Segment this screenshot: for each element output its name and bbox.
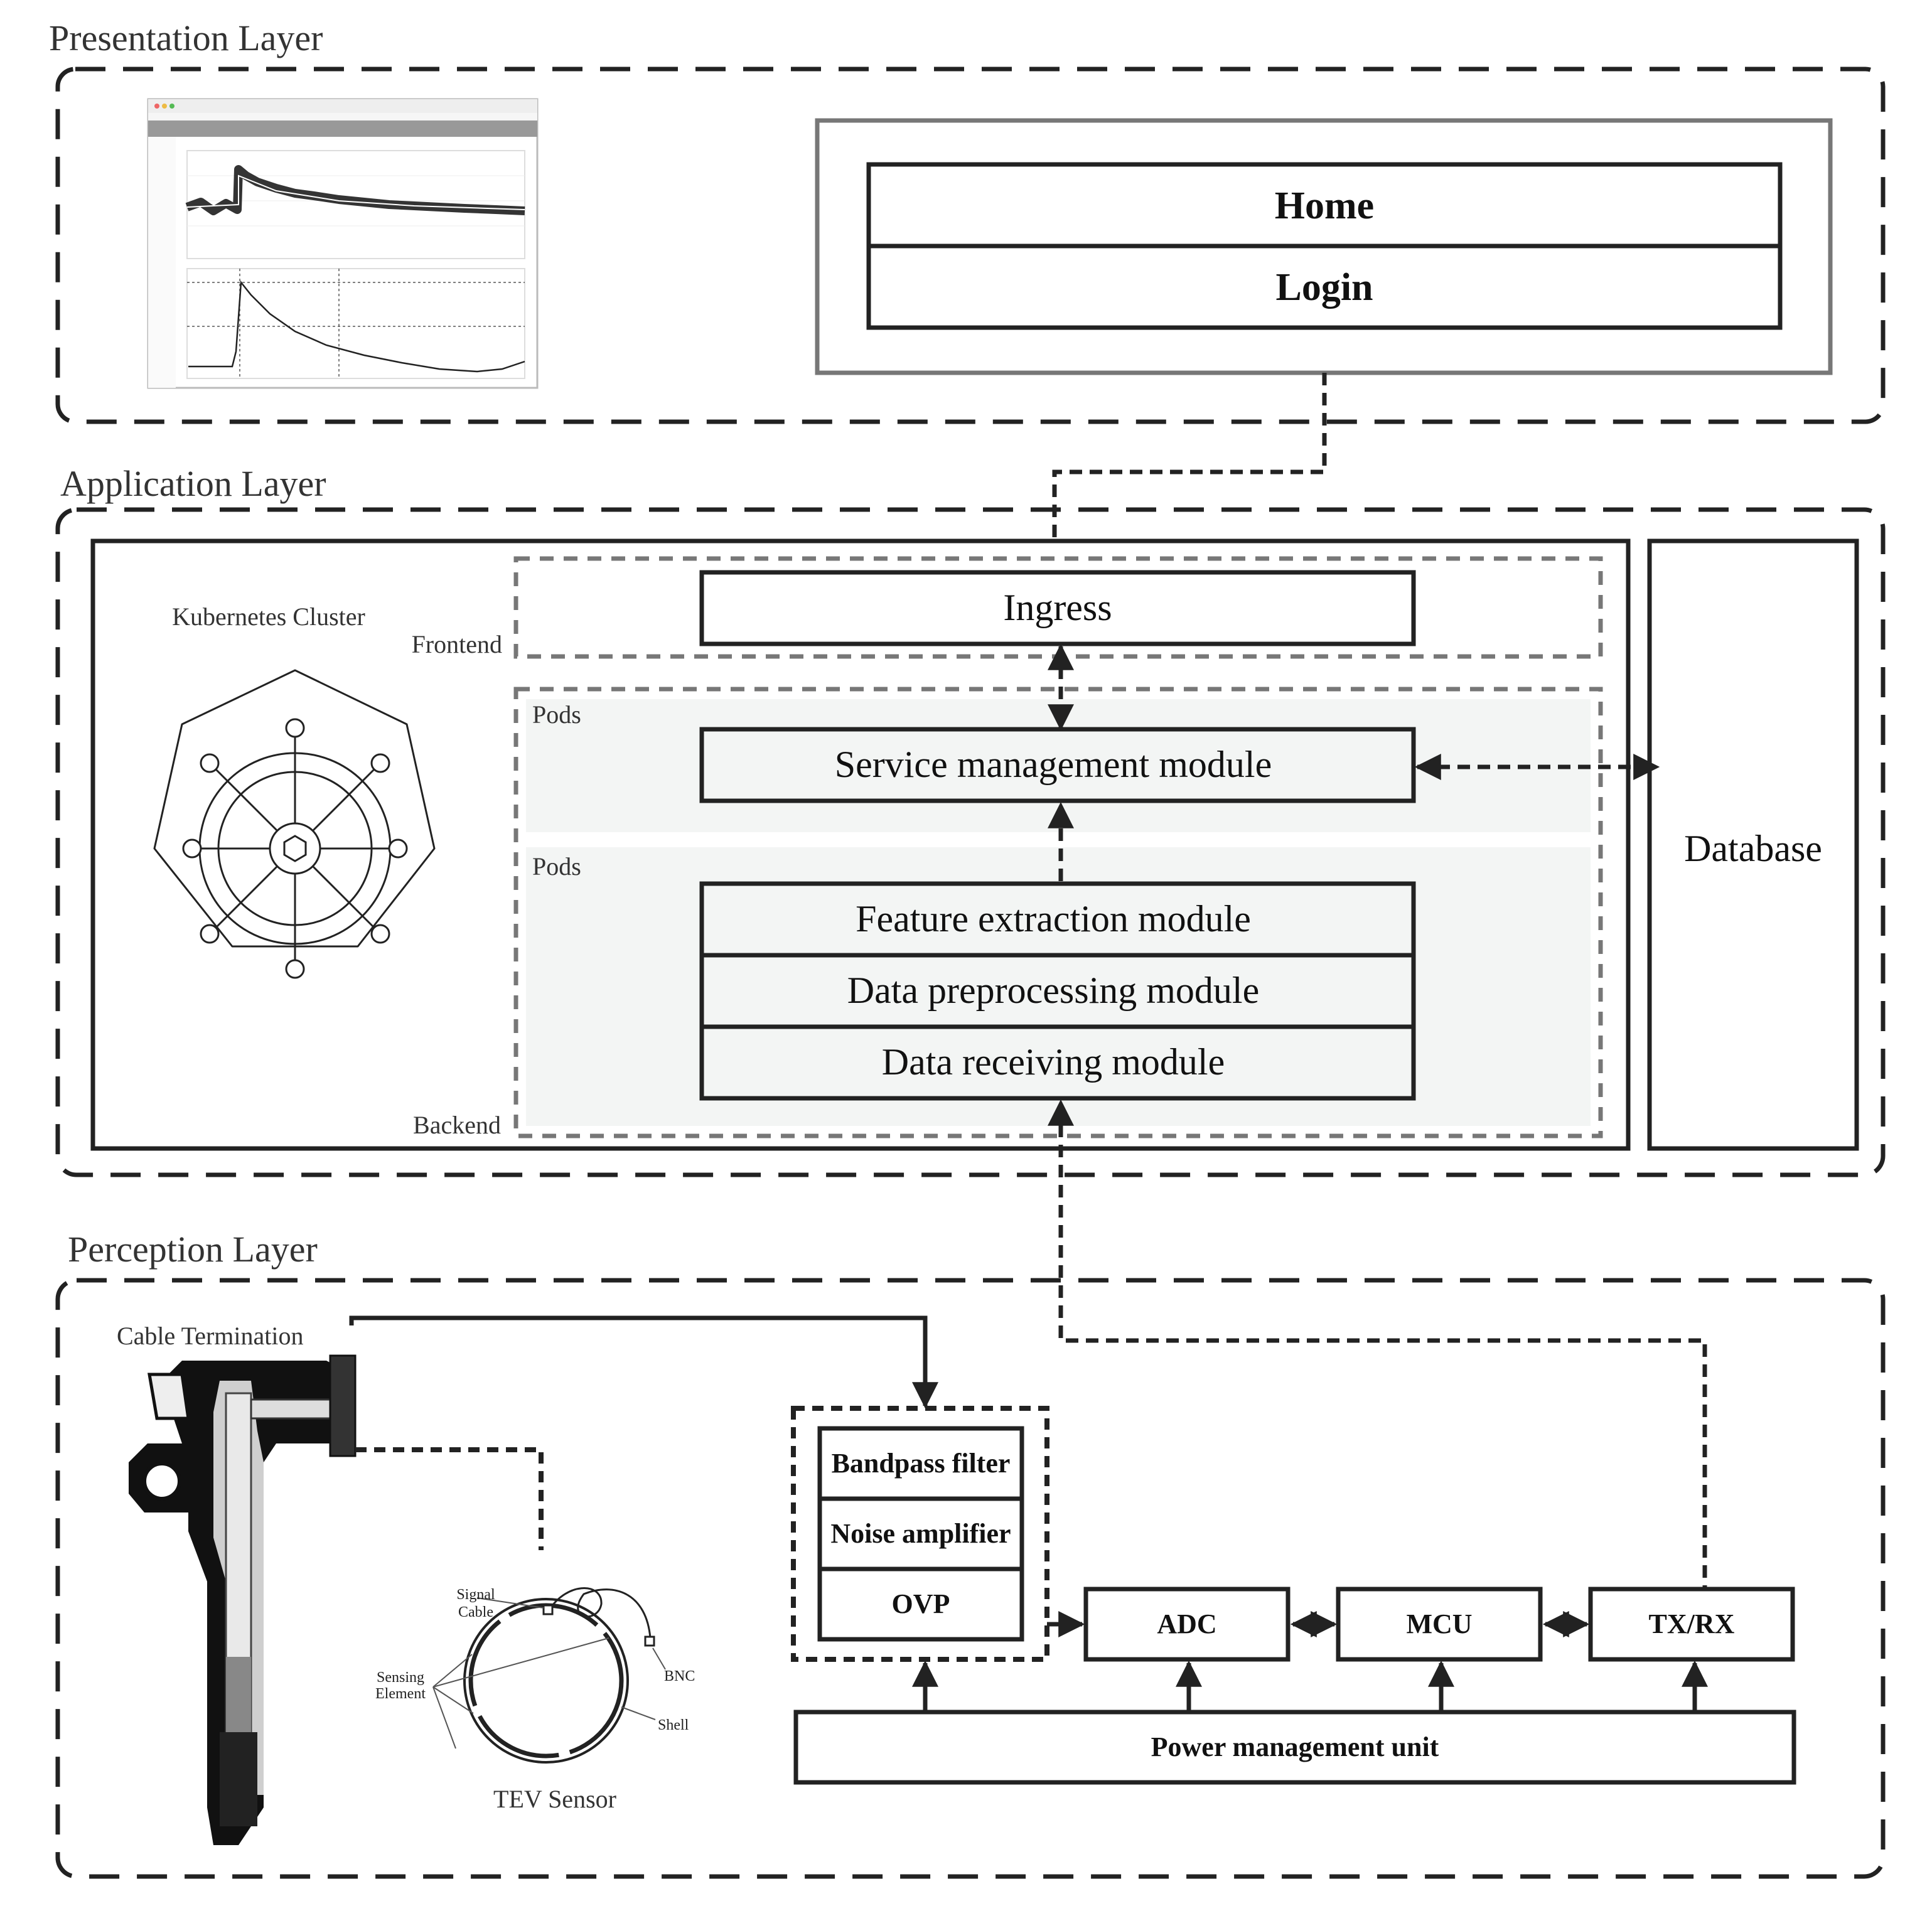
data-preprocessing-label: Data preprocessing module bbox=[847, 970, 1259, 1011]
frontend-label: Frontend bbox=[412, 630, 502, 658]
pods-label-2: Pods bbox=[532, 852, 581, 881]
mcu-box bbox=[1336, 1587, 1543, 1662]
backend-region bbox=[513, 687, 1603, 1138]
application-layer-frame bbox=[55, 507, 1886, 1177]
data-receiving-box bbox=[699, 1024, 1416, 1101]
browser-window-icon bbox=[147, 98, 539, 389]
data-receiving-label: Data receiving module bbox=[882, 1041, 1225, 1083]
power-management-box bbox=[793, 1710, 1796, 1785]
bnc-label: BNC bbox=[664, 1668, 695, 1684]
application-layer-title: Application Layer bbox=[60, 463, 326, 504]
signal-conditioning-group bbox=[791, 1406, 1049, 1662]
data-preprocessing-box bbox=[699, 953, 1416, 1029]
cluster-label: Kubernetes Cluster bbox=[172, 602, 365, 631]
pods-label-1: Pods bbox=[532, 700, 581, 729]
login-menu-item[interactable] bbox=[866, 244, 1783, 330]
backend-label: Backend bbox=[413, 1111, 501, 1139]
ovp-box bbox=[817, 1566, 1024, 1642]
txrx-to-receiving-connector bbox=[1048, 1099, 1707, 1598]
perception-layer-title: Perception Layer bbox=[68, 1229, 318, 1270]
txrx-box bbox=[1588, 1587, 1795, 1662]
cable-termination-icon bbox=[129, 1354, 357, 1845]
service-management-label: Service management module bbox=[835, 744, 1272, 785]
adc-label: ADC bbox=[1157, 1609, 1216, 1639]
sensing-label-2: Element bbox=[375, 1686, 426, 1702]
shell-label: Shell bbox=[658, 1717, 689, 1733]
presentation-layer-frame bbox=[55, 67, 1886, 424]
cable-termination-label: Cable Termination bbox=[117, 1322, 304, 1350]
kubernetes-helm-icon bbox=[153, 669, 436, 979]
signal-label-1: Signal bbox=[456, 1587, 495, 1603]
feature-extraction-box bbox=[699, 881, 1416, 958]
ingress-label: Ingress bbox=[1003, 587, 1112, 628]
power-management-label: Power management unit bbox=[1151, 1732, 1439, 1762]
presentation-to-ingress-connector bbox=[1041, 373, 1327, 571]
database-label: Database bbox=[1684, 828, 1822, 869]
adc-box bbox=[1083, 1587, 1291, 1662]
feature-extraction-label: Feature extraction module bbox=[856, 898, 1251, 940]
cable-to-filter-connector bbox=[349, 1315, 938, 1409]
login-label: Login bbox=[1275, 266, 1373, 309]
home-label: Home bbox=[1275, 185, 1374, 227]
noise-amplifier-label: Noise amplifier bbox=[830, 1518, 1011, 1549]
bandpass-filter-label: Bandpass filter bbox=[832, 1448, 1011, 1479]
signal-label-2: Cable bbox=[458, 1604, 493, 1620]
ingress-box bbox=[699, 570, 1416, 646]
tev-sensor-label: TEV Sensor bbox=[493, 1785, 616, 1813]
txrx-label: TX/RX bbox=[1649, 1609, 1735, 1639]
tev-sensor-icon bbox=[432, 1587, 666, 1764]
presentation-layer-title: Presentation Layer bbox=[49, 18, 323, 58]
perception-layer-frame bbox=[55, 1278, 1886, 1879]
home-menu-item[interactable] bbox=[866, 162, 1783, 249]
database-box bbox=[1647, 538, 1859, 1151]
cable-to-sensor-connector bbox=[355, 1447, 544, 1550]
sensing-label-1: Sensing bbox=[377, 1669, 424, 1686]
mcu-label: MCU bbox=[1406, 1609, 1472, 1639]
ovp-label: OVP bbox=[892, 1588, 950, 1619]
